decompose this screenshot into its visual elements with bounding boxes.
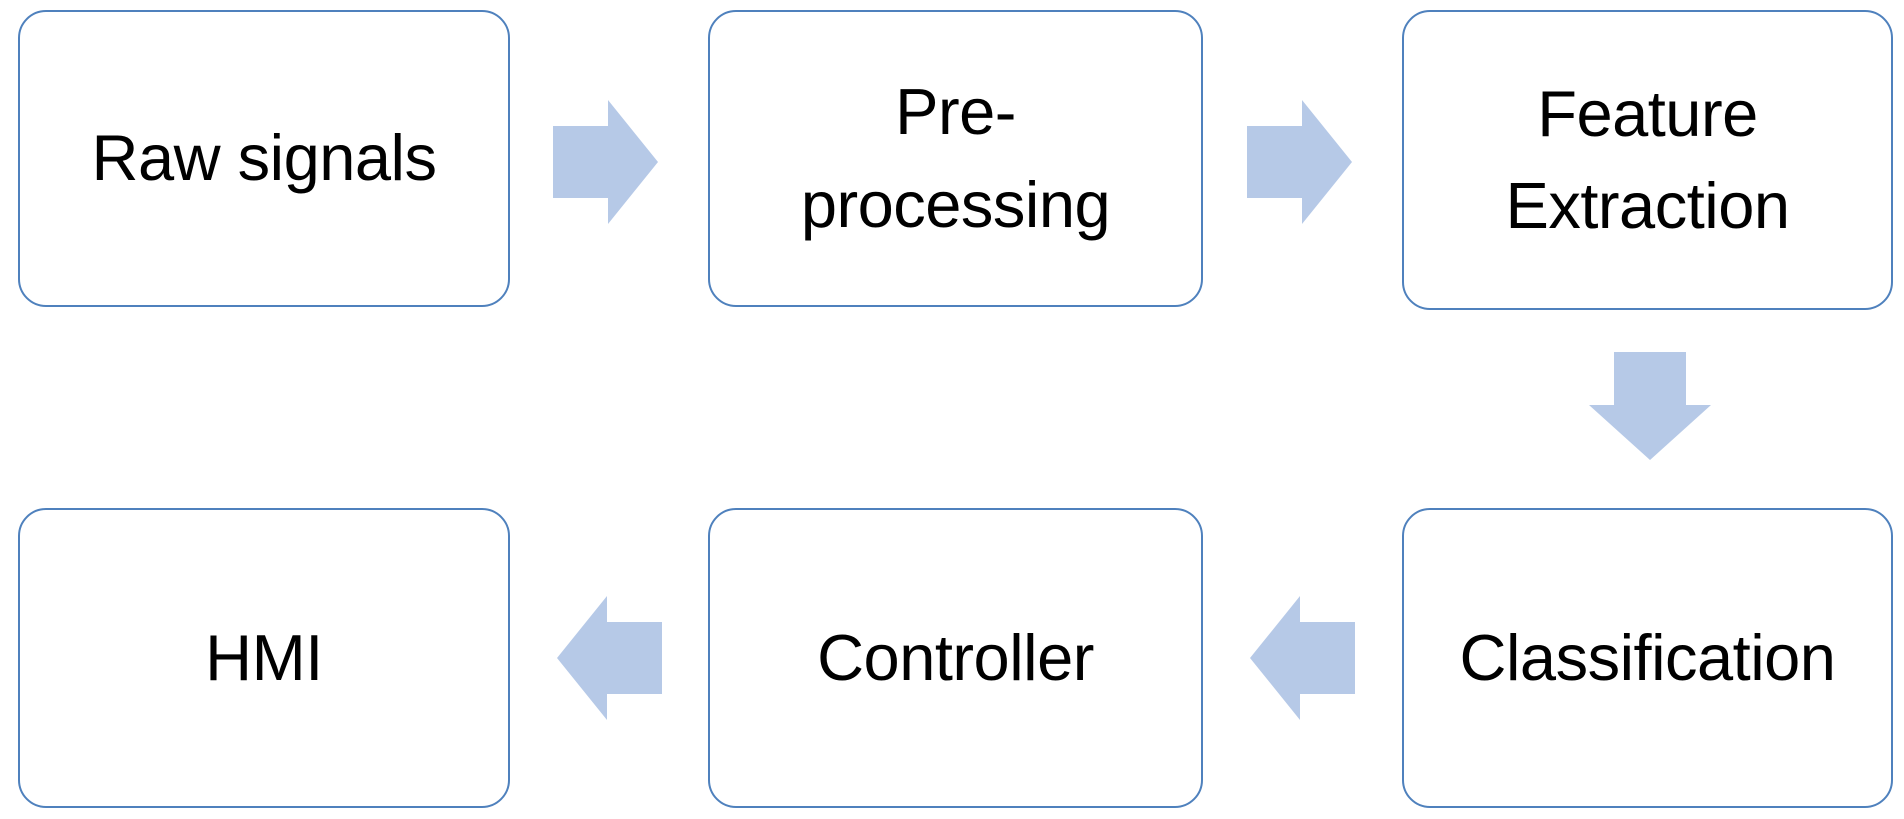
node-raw-signals-text: Raw signals [91,121,437,195]
node-hmi-text: HMI [205,620,323,694]
node-hmi-label: HMI [205,612,323,704]
node-pre-processing-text-line1: Pre- [895,75,1016,149]
node-controller-label: Controller [817,612,1094,704]
node-feature-extraction-label: Feature Extraction [1505,68,1790,253]
node-pre-processing-text-line2: processing [800,167,1111,241]
node-hmi: HMI [18,508,510,808]
node-pre-processing-label: Pre- processing [800,66,1111,251]
arrow-left-icon-controller-to-hmi [557,596,662,720]
node-controller-text: Controller [817,620,1094,694]
node-raw-signals-label: Raw signals [92,112,437,204]
arrow-down-icon-feature-to-classification [1589,352,1711,460]
node-feature-extraction-text-line1: Feature [1537,76,1758,150]
node-classification: Classification [1402,508,1893,808]
node-raw-signals: Raw signals [18,10,510,307]
arrow-right-icon-pre-to-feature [1247,100,1352,224]
node-controller: Controller [708,508,1203,808]
node-feature-extraction-text-line2: Extraction [1505,169,1790,242]
arrow-right-icon-raw-to-pre [553,100,658,224]
node-feature-extraction: Feature Extraction [1402,10,1893,310]
node-classification-text: Classification [1459,620,1836,694]
arrow-left-icon-classification-to-controller [1250,596,1355,720]
node-pre-processing: Pre- processing [708,10,1203,307]
node-classification-label: Classification [1460,612,1836,704]
